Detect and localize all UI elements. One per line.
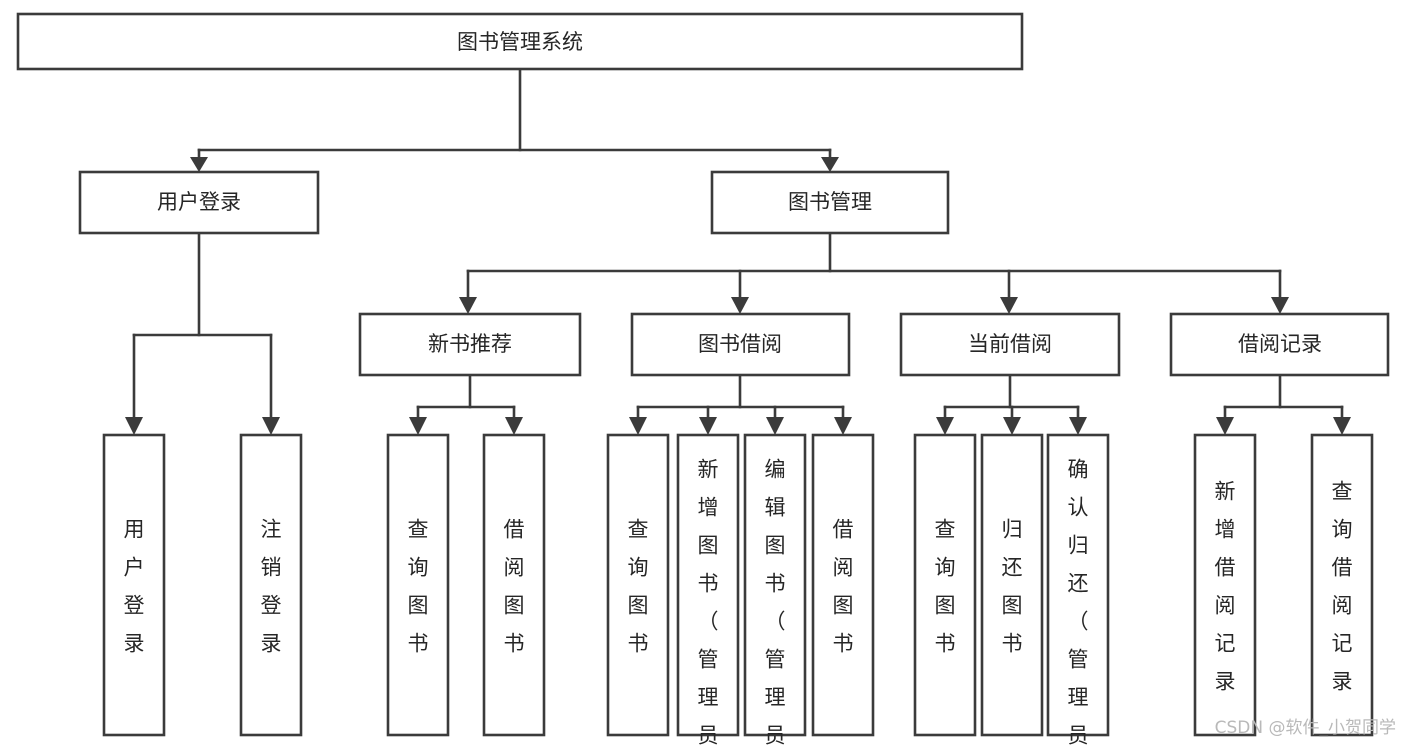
arrow-leaf-13 — [1333, 417, 1351, 435]
connector-layer — [125, 67, 1351, 435]
arrow-leaf-3 — [409, 417, 427, 435]
leaf-node[interactable]: 借阅图书 — [482, 433, 546, 737]
leaf-node-box[interactable] — [980, 433, 1044, 737]
leaf-node-label: 查询图书 — [408, 517, 429, 655]
arrow-leaf-12 — [1216, 417, 1234, 435]
node-root-label: 图书管理系统 — [457, 30, 583, 54]
leaf-node-label: 新增借阅记录 — [1215, 479, 1236, 693]
leaf-node[interactable]: 注销登录 — [239, 433, 303, 737]
leaf-node-box[interactable] — [606, 433, 670, 737]
node-borrow-record-label: 借阅记录 — [1238, 332, 1322, 356]
node-root-box[interactable] — [16, 12, 1024, 71]
arrow-leaf-5 — [629, 417, 647, 435]
leaf-node-label: 查询图书 — [935, 517, 956, 655]
node-current-borrow-label: 当前借阅 — [968, 332, 1052, 356]
leaf-node-box[interactable] — [811, 433, 875, 737]
arrow-leaf-7 — [766, 417, 784, 435]
node-borrow-book-label: 图书借阅 — [698, 332, 782, 356]
arrow-borrow-record — [1271, 297, 1289, 314]
arrow-leaf-1 — [125, 417, 143, 435]
arrow-new-book — [459, 297, 477, 314]
node-current-borrow-box[interactable] — [899, 312, 1121, 377]
node-new-book-label: 新书推荐 — [428, 332, 512, 356]
node-book-manage-label: 图书管理 — [788, 190, 872, 214]
leaf-node-label: 编辑图书（管理员） — [765, 457, 786, 747]
leaf-node-label: 查询借阅记录 — [1332, 479, 1353, 693]
arrow-leaf-8 — [834, 417, 852, 435]
leaf-node[interactable]: 新增图书（管理员） — [676, 433, 740, 747]
node-book-manage[interactable]: 图书管理 — [710, 170, 950, 235]
arrow-leaf-11 — [1069, 417, 1087, 435]
leaf-node-box[interactable] — [913, 433, 977, 737]
leaf-node[interactable]: 查询图书 — [386, 433, 450, 737]
leaf-node-box[interactable] — [1310, 433, 1374, 737]
node-current-borrow[interactable]: 当前借阅 — [899, 312, 1121, 377]
node-root[interactable]: 图书管理系统 — [16, 12, 1024, 71]
leaf-node[interactable]: 查询借阅记录 — [1310, 433, 1374, 737]
csdn-watermark: CSDN @软件_小贺同学 — [1215, 718, 1396, 738]
node-borrow-book-box[interactable] — [630, 312, 851, 377]
arrow-leaf-10 — [1003, 417, 1021, 435]
leaf-node[interactable]: 编辑图书（管理员） — [743, 433, 807, 747]
leaf-node-box[interactable] — [676, 433, 740, 737]
leaf-node-layer: 用户登录 注销登录 查询图书 借阅图书 查询图书 新增图书（管理员） 编辑图书（管理员） 借阅… — [102, 433, 1374, 747]
leaf-node-label: 用户登录 — [124, 517, 145, 655]
node-borrow-record-box[interactable] — [1169, 312, 1390, 377]
node-borrow-record[interactable]: 借阅记录 — [1169, 312, 1390, 377]
arrow-book-manage — [821, 157, 839, 172]
leaf-node-box[interactable] — [482, 433, 546, 737]
leaf-node-label: 借阅图书 — [833, 517, 854, 655]
leaf-node-box[interactable] — [386, 433, 450, 737]
leaf-node-label: 查询图书 — [628, 517, 649, 655]
leaf-node[interactable]: 查询图书 — [606, 433, 670, 737]
node-borrow-book[interactable]: 图书借阅 — [630, 312, 851, 377]
node-book-manage-box[interactable] — [710, 170, 950, 235]
arrow-leaf-6 — [699, 417, 717, 435]
leaf-node[interactable]: 确认归还（管理员） — [1046, 433, 1110, 747]
leaf-node-box[interactable] — [239, 433, 303, 737]
leaf-node-box[interactable] — [102, 433, 166, 737]
leaf-node-label: 确认归还（管理员） — [1068, 457, 1089, 747]
leaf-node[interactable]: 归还图书 — [980, 433, 1044, 737]
leaf-node[interactable]: 新增借阅记录 — [1193, 433, 1257, 737]
leaf-node-label: 新增图书（管理员） — [698, 457, 719, 747]
leaf-node-box[interactable] — [1193, 433, 1257, 737]
leaf-node[interactable]: 借阅图书 — [811, 433, 875, 737]
node-layer: 图书管理系统 用户登录 图书管理 新书推荐 图书借阅 当前借阅 借阅记录 — [16, 12, 1390, 377]
arrow-borrow-book — [731, 297, 749, 314]
node-new-book-box[interactable] — [358, 312, 582, 377]
arrow-leaf-4 — [505, 417, 523, 435]
leaf-node-box[interactable] — [1046, 433, 1110, 737]
node-new-book[interactable]: 新书推荐 — [358, 312, 582, 377]
node-user-login-label: 用户登录 — [157, 190, 241, 214]
arrow-leaf-2 — [262, 417, 280, 435]
leaf-node[interactable]: 用户登录 — [102, 433, 166, 737]
leaf-node[interactable]: 查询图书 — [913, 433, 977, 737]
leaf-node-box[interactable] — [743, 433, 807, 737]
leaf-node-label: 注销登录 — [261, 517, 282, 655]
node-user-login-box[interactable] — [78, 170, 320, 235]
node-user-login[interactable]: 用户登录 — [78, 170, 320, 235]
arrow-user-login — [190, 157, 208, 172]
leaf-node-label: 归还图书 — [1002, 517, 1023, 655]
leaf-node-label: 借阅图书 — [504, 517, 525, 655]
arrow-current-borrow — [1000, 297, 1018, 314]
arrow-leaf-9 — [936, 417, 954, 435]
